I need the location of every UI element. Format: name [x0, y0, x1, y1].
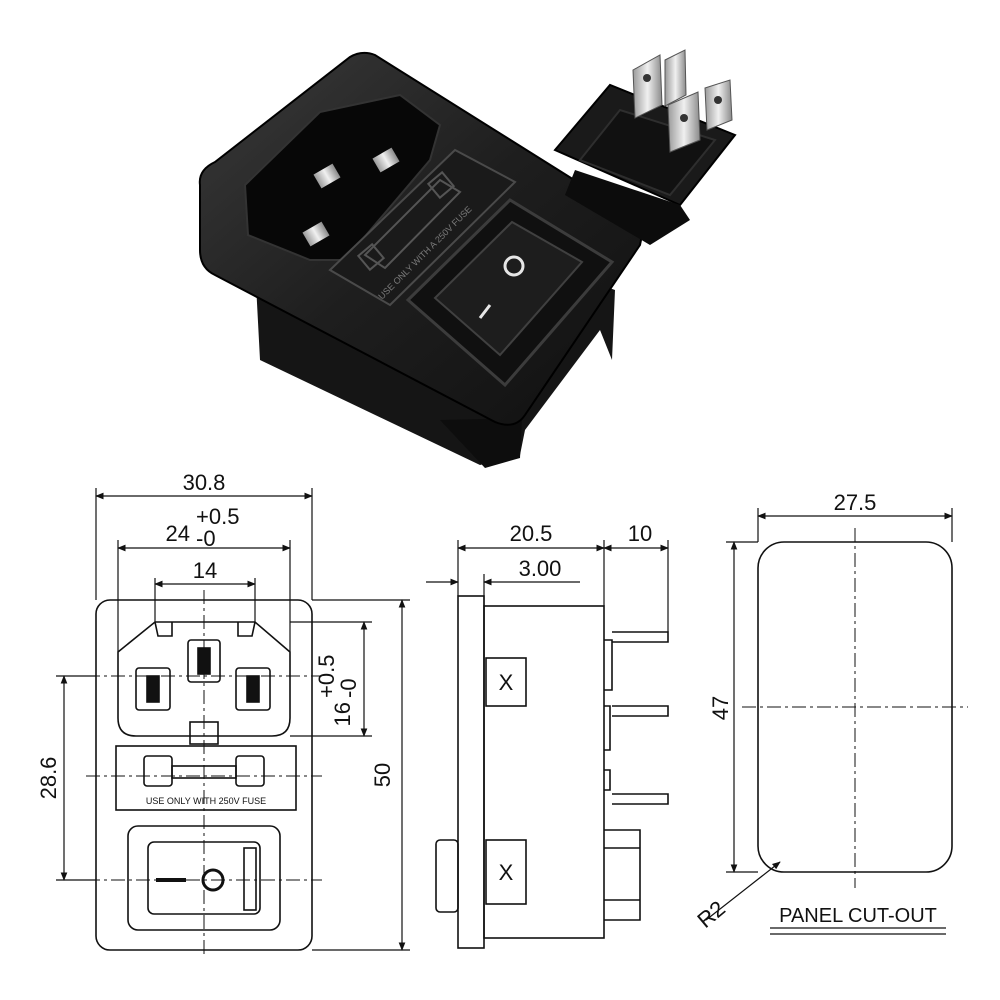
dim-depth: 20.5 [510, 521, 553, 546]
inlet-pin-live [372, 147, 400, 173]
side-terminal [612, 793, 669, 805]
dim-cutout-height: 47 [708, 696, 733, 720]
side-view [435, 595, 669, 949]
front-fuse-panel [115, 745, 297, 811]
loose-rocker-switch [553, 49, 737, 245]
front-fuse-label: USE ONLY WITH 250V FUSE [146, 796, 266, 806]
cutout-center-lines [742, 528, 968, 888]
front-pin-left [135, 667, 171, 711]
front-inlet-outline [117, 621, 291, 737]
switch-terminal [664, 49, 687, 107]
dim-left-height: 28.6 [36, 757, 61, 800]
inlet-pin-neutral [302, 221, 330, 247]
dim-inlet-width-tol-minus: -0 [196, 526, 216, 551]
switch-terminal [632, 54, 663, 119]
side-marker-bottom [485, 839, 527, 905]
dim-inlet-height-tol-minus: -0 [336, 678, 361, 698]
switch-off-symbol [503, 255, 525, 277]
dim-inlet-height-tol-plus: +0.5 [314, 655, 339, 698]
front-center-lines [86, 590, 322, 955]
side-marker-top-label: X [499, 670, 514, 695]
switch-terminal [704, 79, 733, 131]
dim-terminal-length: 10 [628, 521, 652, 546]
product-photo: USE ONLY WITH A 250V FUSE [198, 49, 737, 468]
dim-flange: 3.00 [519, 556, 562, 581]
dim-pin-spacing: 14 [193, 558, 217, 583]
rocker-switch[interactable] [433, 220, 584, 357]
side-flange [457, 595, 485, 949]
side-marker-bottom-label: X [499, 860, 514, 885]
dim-inlet-width: 24 [166, 521, 190, 546]
side-terminal [612, 705, 669, 717]
side-terminal [612, 631, 669, 643]
dim-inlet-height: 16 [330, 702, 355, 726]
iec-inlet [243, 93, 442, 261]
switch-on-symbol [478, 304, 492, 319]
front-pin-right [235, 667, 271, 711]
front-dimensions [56, 488, 410, 951]
dim-overall-width: 30.8 [183, 470, 226, 495]
dim-cutout-radius: R2 [692, 896, 730, 933]
cutout-dimensions [705, 508, 953, 935]
side-rocker [435, 839, 459, 913]
side-marker-top [485, 657, 527, 707]
cutout-title: PANEL CUT-OUT [779, 905, 937, 927]
side-dimensions [426, 540, 669, 632]
dim-cutout-width: 27.5 [834, 490, 877, 515]
side-body [483, 605, 605, 939]
dim-inlet-width-tol-plus: +0.5 [196, 504, 239, 529]
inlet-pin-earth [313, 163, 341, 189]
fuse-drawer[interactable] [328, 148, 517, 307]
dim-total-height: 50 [370, 763, 395, 787]
